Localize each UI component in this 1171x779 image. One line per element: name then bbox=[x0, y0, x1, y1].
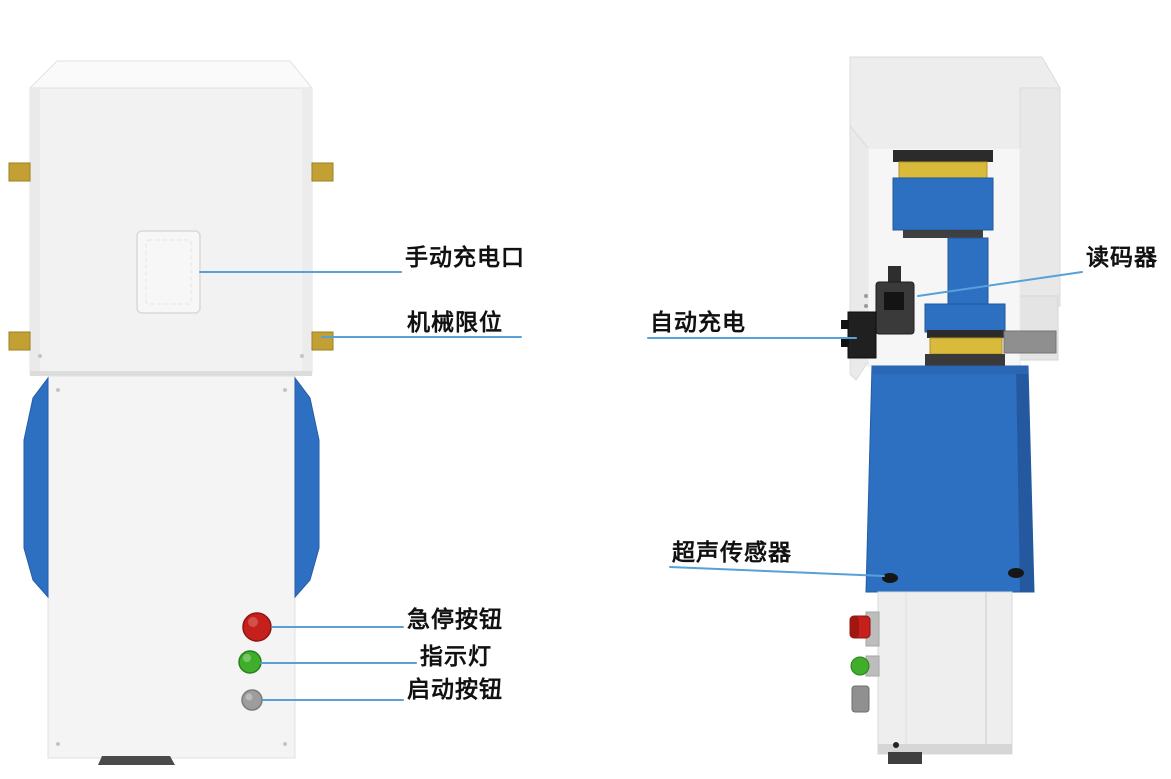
cabinet-left-shade bbox=[30, 88, 40, 373]
emergency-stop-button bbox=[242, 612, 272, 642]
left-blue-cover bbox=[23, 376, 49, 599]
dock-column bbox=[947, 237, 989, 309]
dock-rail bbox=[1003, 330, 1057, 354]
label-code-reader: 读码器 bbox=[1086, 245, 1158, 271]
label-mechanical-limit: 机械限位 bbox=[407, 310, 503, 336]
right-blue-cover bbox=[294, 376, 320, 599]
side-indicator-light bbox=[850, 655, 880, 677]
indicator-light bbox=[238, 650, 262, 674]
ultrasonic-sensor-left bbox=[882, 573, 898, 583]
label-indicator-light: 指示灯 bbox=[420, 644, 492, 670]
side-connector bbox=[851, 685, 870, 713]
base-foot bbox=[98, 756, 175, 765]
ultrasonic-sensor-right bbox=[1008, 568, 1024, 578]
side-view-machine bbox=[841, 56, 1061, 764]
start-button bbox=[241, 689, 263, 711]
mechanical-limit-tabs bbox=[8, 162, 334, 351]
code-reader-device bbox=[864, 266, 915, 335]
front-view-machine bbox=[8, 60, 334, 765]
label-auto-charge: 自动充电 bbox=[650, 310, 746, 336]
callout-line-ultrasonic-sensor bbox=[669, 566, 885, 577]
callout-lines bbox=[199, 271, 1083, 701]
side-emergency-stop bbox=[849, 611, 880, 647]
upper-charging-dock bbox=[892, 150, 994, 238]
robot-blue-body bbox=[865, 365, 1035, 593]
lower-charging-dock bbox=[924, 303, 1006, 366]
label-manual-charge-port: 手动充电口 bbox=[405, 245, 525, 271]
label-start-button: 启动按钮 bbox=[407, 677, 503, 703]
manual-charge-port-panel bbox=[136, 230, 201, 314]
cabinet-top-face bbox=[28, 60, 314, 89]
label-ultrasonic-sensor: 超声传感器 bbox=[672, 540, 792, 566]
callout-line-code-reader bbox=[917, 271, 1083, 297]
cabinet-right-shade bbox=[302, 88, 312, 373]
screw-dots bbox=[38, 354, 304, 746]
auto-charge-connector bbox=[841, 311, 877, 359]
label-emergency-stop: 急停按钮 bbox=[407, 607, 503, 633]
cabinet-divider bbox=[30, 371, 312, 376]
base-cabinet bbox=[877, 591, 1013, 764]
